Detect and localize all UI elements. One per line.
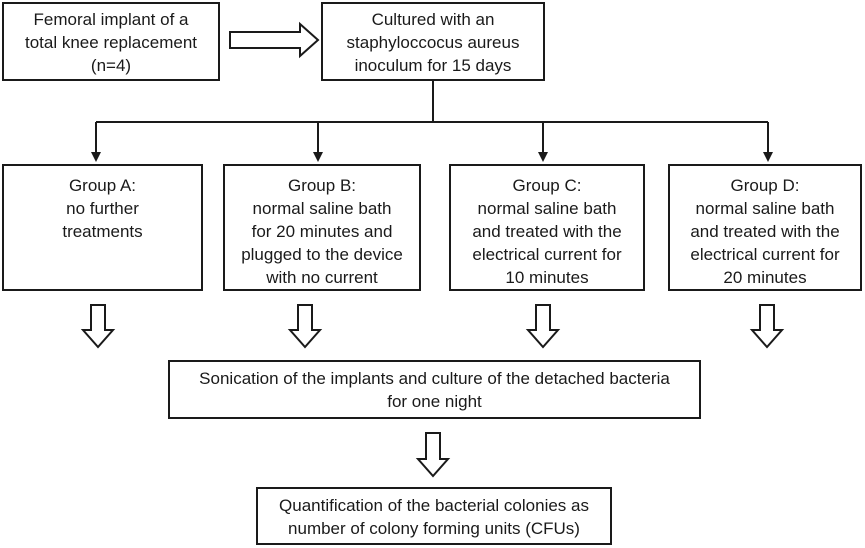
group-a-line-3: treatments (62, 222, 143, 241)
group-d-line-3: and treated with the (690, 222, 840, 241)
group-d-line-4: electrical current for (690, 245, 840, 264)
group-b-title: Group B: (287, 176, 357, 195)
group-b-box: Group B: normal saline bath for 20 minut… (223, 164, 421, 291)
culture-box: Cultured with an staphyloccocus aureus i… (321, 2, 545, 81)
hollow-down-arrow-final (415, 432, 451, 478)
hollow-right-arrow (229, 21, 320, 59)
group-c-line-2: normal saline bath (477, 199, 617, 218)
sonication-line-2: for one night (387, 392, 482, 411)
hollow-down-arrow-d (749, 304, 785, 349)
implant-line-1: Femoral implant of a (33, 10, 189, 29)
implant-line-3: (n=4) (90, 56, 132, 75)
implant-line-2: total knee replacement (25, 33, 197, 52)
group-d-line-2: normal saline bath (695, 199, 835, 218)
group-c-line-3: and treated with the (472, 222, 622, 241)
sonication-line-1: Sonication of the implants and culture o… (199, 369, 670, 388)
group-b-line-4: plugged to the device (241, 245, 403, 264)
group-b-line-5: with no current (266, 268, 378, 287)
culture-line-1: Cultured with an (371, 10, 495, 29)
group-b-line-2: normal saline bath (252, 199, 392, 218)
implant-box: Femoral implant of a total knee replacem… (2, 2, 220, 81)
group-a-box: Group A: no further treatments (2, 164, 203, 291)
sonication-box: Sonication of the implants and culture o… (168, 360, 701, 419)
group-d-box: Group D: normal saline bath and treated … (668, 164, 862, 291)
quantification-box: Quantification of the bacterial colonies… (256, 487, 612, 545)
group-d-line-5: 20 minutes (723, 268, 807, 287)
quantification-line-1: Quantification of the bacterial colonies… (279, 496, 589, 515)
hollow-down-arrow-b (287, 304, 323, 349)
group-a-line-2: no further (66, 199, 139, 218)
culture-line-2: staphyloccocus aureus (346, 33, 520, 52)
group-a-title: Group A: (68, 176, 137, 195)
hollow-down-arrow-a (80, 304, 116, 349)
quantification-line-2: number of colony forming units (CFUs) (288, 519, 580, 538)
group-c-box: Group C: normal saline bath and treated … (449, 164, 645, 291)
hollow-down-arrow-c (525, 304, 561, 349)
group-b-line-3: for 20 minutes and (251, 222, 393, 241)
group-c-line-5: 10 minutes (505, 268, 589, 287)
group-c-line-4: electrical current for (472, 245, 622, 264)
group-c-title: Group C: (512, 176, 582, 195)
group-d-title: Group D: (730, 176, 800, 195)
culture-line-3: inoculum for 15 days (354, 56, 512, 75)
